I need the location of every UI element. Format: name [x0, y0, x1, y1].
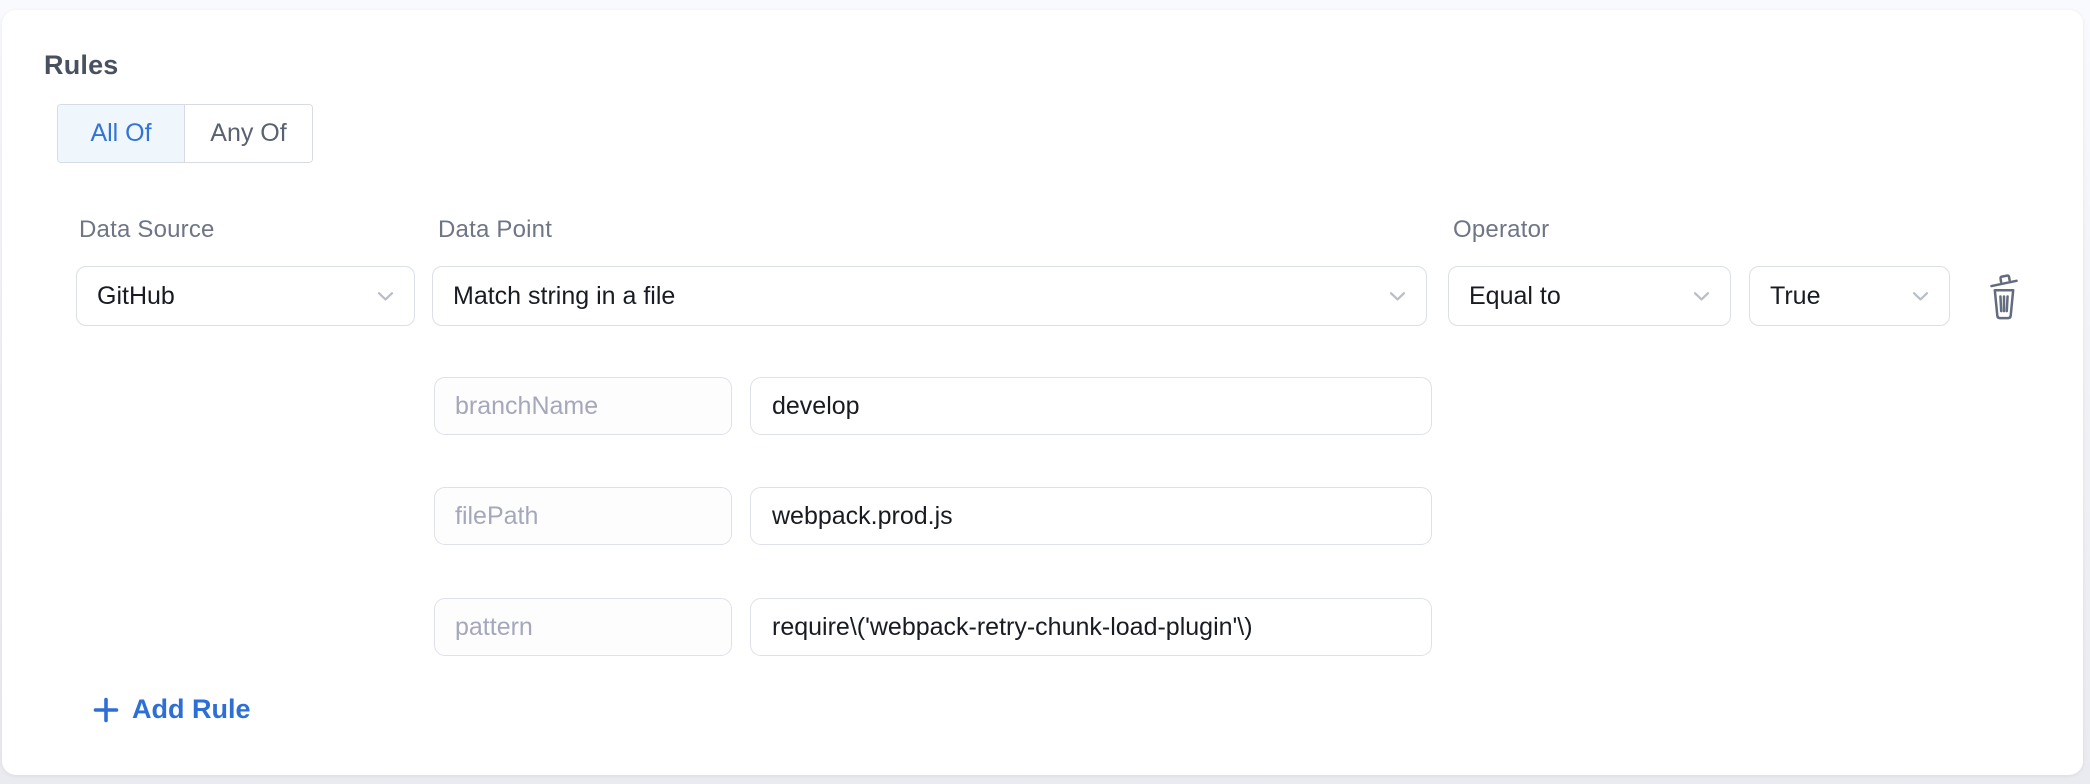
add-rule-label: Add Rule [132, 694, 251, 724]
rules-card: Rules All Of Any Of Data Source Data Poi… [2, 10, 2083, 775]
data-source-select[interactable]: GitHub [76, 266, 415, 326]
rules-heading: Rules [44, 50, 119, 80]
add-rule-button[interactable]: Add Rule [92, 694, 251, 725]
chevron-down-icon [1912, 291, 1929, 302]
all-of-button[interactable]: All Of [58, 105, 184, 162]
trash-icon [1986, 273, 2022, 321]
parameter-row [2, 487, 2083, 547]
expected-value-select[interactable]: True [1749, 266, 1950, 326]
plus-icon [92, 696, 120, 724]
parameter-value-input[interactable] [750, 377, 1432, 435]
parameter-value-input[interactable] [750, 487, 1432, 545]
chevron-down-icon [1389, 291, 1406, 302]
parameter-key-field [434, 487, 732, 545]
parameter-row [2, 377, 2083, 437]
operator-value: Equal to [1469, 281, 1561, 310]
data-source-label: Data Source [79, 216, 215, 243]
delete-rule-button[interactable] [1982, 272, 2026, 322]
operator-label: Operator [1453, 216, 1550, 243]
parameter-key-field [434, 377, 732, 435]
parameter-row [2, 598, 2083, 658]
chevron-down-icon [1693, 291, 1710, 302]
data-point-value: Match string in a file [453, 281, 676, 310]
chevron-down-icon [377, 291, 394, 302]
any-of-button[interactable]: Any Of [184, 105, 312, 162]
expected-value: True [1770, 281, 1821, 310]
parameter-value-input[interactable] [750, 598, 1432, 656]
data-point-select[interactable]: Match string in a file [432, 266, 1427, 326]
data-point-label: Data Point [438, 216, 553, 243]
match-mode-toggle: All Of Any Of [57, 104, 313, 163]
parameter-key-field [434, 598, 732, 656]
operator-select[interactable]: Equal to [1448, 266, 1731, 326]
data-source-value: GitHub [97, 281, 175, 310]
